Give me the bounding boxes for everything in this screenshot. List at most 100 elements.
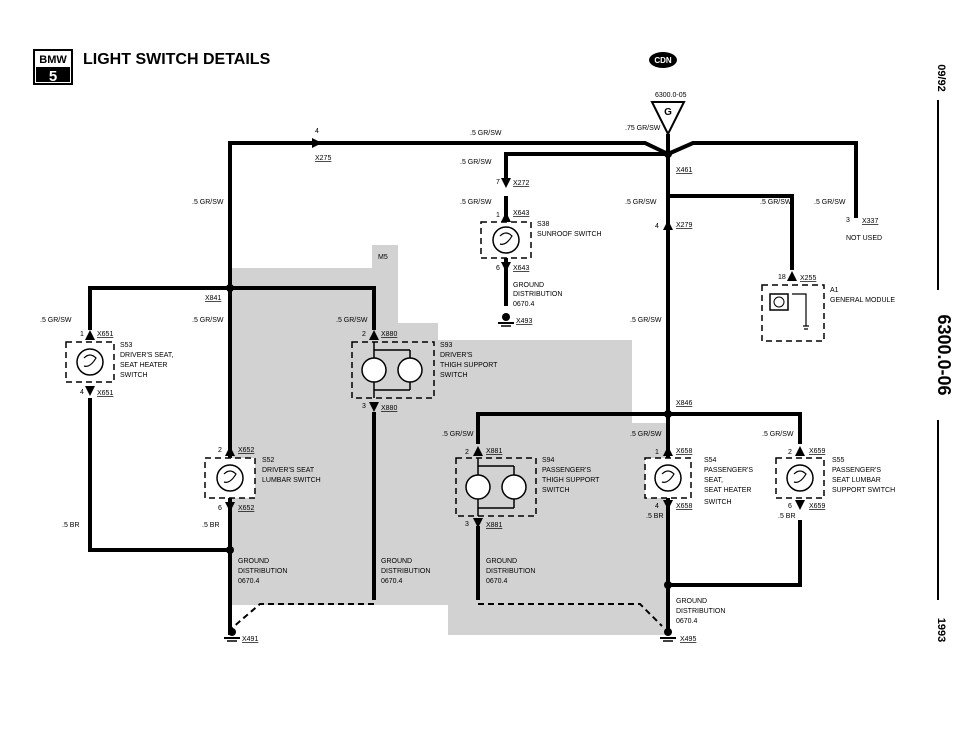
wire-br-s54: .5 BR bbox=[646, 513, 664, 520]
gnd-left-3: 0670.4 bbox=[238, 578, 260, 585]
wire-left-b: .5 GR/SW bbox=[192, 317, 224, 324]
wire-s94: .5 GR/SW bbox=[442, 431, 474, 438]
wire-center-b: .5 GR/SW bbox=[630, 317, 662, 324]
s54-code: S54 bbox=[704, 457, 717, 464]
x846-label: X846 bbox=[676, 400, 692, 407]
wires bbox=[88, 134, 858, 635]
s94-l3: SWITCH bbox=[542, 487, 570, 494]
a1-branch: .5 GR/SW 18 X255 A1 GENERAL MODULE bbox=[760, 199, 895, 342]
center-labels: .5 GR/SW 4 X279 .5 GR/SW X846 bbox=[625, 199, 692, 407]
x495-label: X495 bbox=[680, 636, 696, 643]
x491-label: X491 bbox=[242, 636, 258, 643]
x658-label-b: X658 bbox=[676, 503, 692, 510]
m5-label: M5 bbox=[378, 254, 388, 261]
x275-label: X275 bbox=[315, 155, 331, 162]
wire-left-a: .5 GR/SW bbox=[192, 199, 224, 206]
x880-label-b: X880 bbox=[381, 405, 397, 412]
wire-s38a: .5 GR/SW bbox=[460, 159, 492, 166]
margin-info: 09/92 6300.0-06 1993 bbox=[934, 64, 954, 642]
pin-6-s52: 6 bbox=[218, 505, 222, 512]
wire-br-s53: .5 BR bbox=[62, 522, 80, 529]
gnd-m5b-2: DISTRIBUTION bbox=[486, 568, 535, 575]
s52-l2: LUMBAR SWITCH bbox=[262, 477, 321, 484]
wire-top-5: .5 GR/SW bbox=[470, 130, 502, 137]
x337-label: X337 bbox=[862, 218, 878, 225]
s54-l1: PASSENGER'S bbox=[704, 467, 753, 474]
s93-branch: M5 .5 GR/SW 2 X880 S93 DRIVER'S THIGH SU… bbox=[336, 254, 498, 585]
s52-l1: DRIVER'S SEAT bbox=[262, 467, 315, 474]
wire-center-a: .5 GR/SW bbox=[625, 199, 657, 206]
a1-code: A1 bbox=[830, 287, 839, 294]
s53-l2: SEAT HEATER bbox=[120, 362, 167, 369]
pin-4-x279: 4 bbox=[655, 223, 659, 230]
shaded-option-area bbox=[232, 245, 666, 635]
s54-l3: SEAT HEATER bbox=[704, 487, 751, 494]
date-text: 09/92 bbox=[935, 64, 947, 92]
fuse-ref: 6300.0-05 bbox=[655, 92, 687, 99]
wire-s93: .5 GR/SW bbox=[336, 317, 368, 324]
junctions bbox=[226, 150, 672, 589]
year-text: 1993 bbox=[935, 618, 947, 642]
s54-branch: .5 GR/SW 1 X658 S54 PASSENGER'S SEAT, SE… bbox=[630, 431, 753, 643]
gnd-s38-2: DISTRIBUTION bbox=[513, 291, 562, 298]
gnd-s38-1: GROUND bbox=[513, 282, 544, 289]
s53-code: S53 bbox=[120, 342, 133, 349]
pin-4-top: 4 bbox=[315, 128, 319, 135]
pin-3-x337: 3 bbox=[846, 217, 850, 224]
s38-name: SUNROOF SWITCH bbox=[537, 231, 602, 238]
s52-branch: 2 X652 S52 DRIVER'S SEAT LUMBAR SWITCH 6… bbox=[202, 446, 321, 643]
wire-a1: .5 GR/SW bbox=[760, 199, 792, 206]
s94-branch: .5 GR/SW 2 X881 S94 PASSENGER'S THIGH SU… bbox=[442, 431, 600, 585]
pin-2-s93: 2 bbox=[362, 331, 366, 338]
s54-l4: SWITCH bbox=[704, 499, 732, 506]
gnd-m5a-3: 0670.4 bbox=[381, 578, 403, 585]
x255-label: X255 bbox=[800, 275, 816, 282]
s94-code: S94 bbox=[542, 457, 555, 464]
pin-1-s38: 1 bbox=[496, 212, 500, 219]
x881-label-a: X881 bbox=[486, 448, 502, 455]
pin-1-s54: 1 bbox=[655, 449, 659, 456]
pin-2-s94: 2 bbox=[465, 449, 469, 456]
gnd-right-3: 0670.4 bbox=[676, 618, 698, 625]
gnd-s38-3: 0670.4 bbox=[513, 301, 535, 308]
pin-4-s54: 4 bbox=[655, 503, 659, 510]
pin-3-s94: 3 bbox=[465, 521, 469, 528]
s38-branch: .5 GR/SW 7 X272 .5 GR/SW 1 X643 S38 SUNR… bbox=[460, 159, 602, 327]
x643-label-b: X643 bbox=[513, 265, 529, 272]
gnd-m5a-2: DISTRIBUTION bbox=[381, 568, 430, 575]
page-title: LIGHT SWITCH DETAILS bbox=[83, 51, 271, 68]
wire-s54: .5 GR/SW bbox=[630, 431, 662, 438]
x658-label-a: X658 bbox=[676, 448, 692, 455]
fuse-letter: G bbox=[664, 107, 672, 118]
pin-2-s55: 2 bbox=[788, 449, 792, 456]
x279-label: X279 bbox=[676, 222, 692, 229]
x461-label: X461 bbox=[676, 167, 692, 174]
s55-l1: PASSENGER'S bbox=[832, 467, 881, 474]
wire-br-s52: .5 BR bbox=[202, 522, 220, 529]
x880-label-a: X880 bbox=[381, 331, 397, 338]
s53-l1: DRIVER'S SEAT, bbox=[120, 352, 173, 359]
x841-label: X841 bbox=[205, 295, 221, 302]
x272-label: X272 bbox=[513, 180, 529, 187]
x651-label-b: X651 bbox=[97, 390, 113, 397]
wire-s53: .5 GR/SW bbox=[40, 317, 72, 324]
s55-l3: SUPPORT SWITCH bbox=[832, 487, 895, 494]
pin-18: 18 bbox=[778, 274, 786, 281]
pin-3-s93: 3 bbox=[362, 403, 366, 410]
x652-label-a: X652 bbox=[238, 447, 254, 454]
x659-label-a: X659 bbox=[809, 448, 825, 455]
s55-l2: SEAT LUMBAR bbox=[832, 477, 881, 484]
s93-code: S93 bbox=[440, 342, 453, 349]
gnd-m5b-3: 0670.4 bbox=[486, 578, 508, 585]
x652-label-b: X652 bbox=[238, 505, 254, 512]
series-logo-text: 5 bbox=[49, 68, 57, 85]
pin-6-s38: 6 bbox=[496, 265, 500, 272]
gnd-m5b-1: GROUND bbox=[486, 558, 517, 565]
x643-label-a: X643 bbox=[513, 210, 529, 217]
gnd-left-1: GROUND bbox=[238, 558, 269, 565]
gnd-right-2: DISTRIBUTION bbox=[676, 608, 725, 615]
gnd-m5a-1: GROUND bbox=[381, 558, 412, 565]
pin-2-s52: 2 bbox=[218, 447, 222, 454]
pin-1-s53: 1 bbox=[80, 331, 84, 338]
